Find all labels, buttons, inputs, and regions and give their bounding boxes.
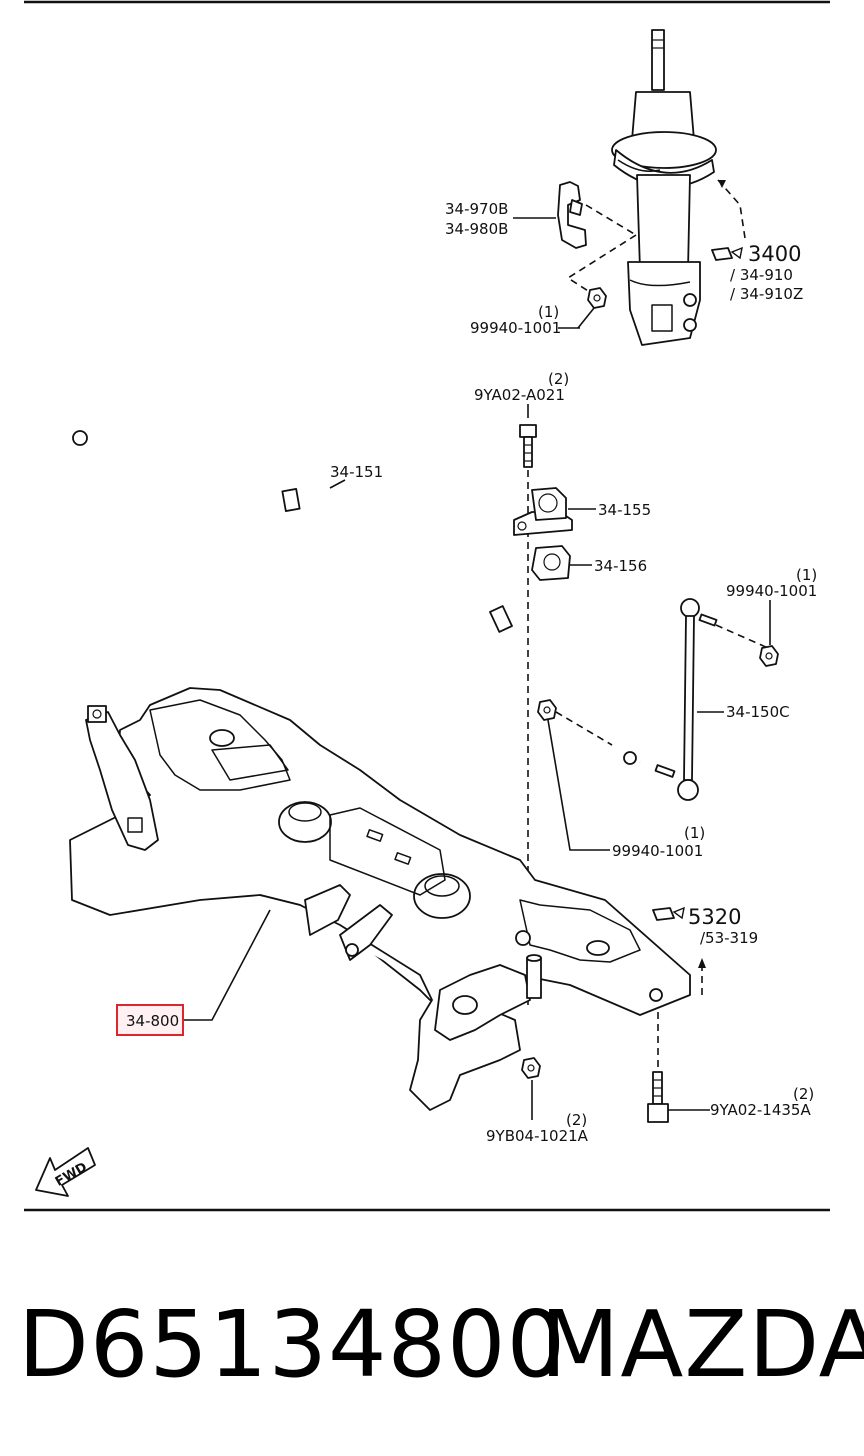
qty-label-2b: (2)	[793, 1085, 814, 1103]
label-99940-right: 99940-1001	[726, 582, 817, 600]
bracket-34-970b	[557, 181, 637, 297]
nut-99940-right	[759, 645, 779, 667]
qty-label-2c: (2)	[566, 1111, 587, 1129]
label-34-910z: / 34-910Z	[730, 285, 803, 303]
fwd-arrow-icon: FWD	[35, 1147, 96, 1197]
nut-99940-lower	[537, 699, 613, 746]
label-9yb04-1021a: 9YB04-1021A	[486, 1127, 589, 1145]
label-53-319: /53-319	[700, 929, 758, 947]
stabilizer-link	[654, 598, 718, 801]
stabilizer-bar	[72, 430, 641, 765]
label-34-910: / 34-910	[730, 266, 793, 284]
reference-icon-3400	[711, 246, 743, 261]
qty-label-1a: (1)	[538, 303, 559, 321]
label-34-156: 34-156	[594, 557, 647, 575]
qty-label-2a: (2)	[548, 370, 569, 388]
label-34-980b: 34-980B	[445, 220, 508, 238]
bracket-34-155	[513, 487, 573, 536]
strut-assembly	[611, 29, 717, 346]
label-34-155: 34-155	[598, 501, 651, 519]
qty-label-1c: (1)	[684, 824, 705, 842]
parts-diagram: FWD 34-970B 34-980B 3400 / 34-910 / 34-9…	[24, 0, 830, 1212]
crossmember-34-800	[69, 687, 691, 1111]
label-34-151: 34-151	[330, 463, 383, 481]
label-5320: 5320	[688, 905, 741, 929]
label-34-800: 34-800	[126, 1012, 179, 1030]
label-99940-lower: 99940-1001	[612, 842, 703, 860]
nut-9yb04	[521, 1057, 541, 1079]
label-34-970b: 34-970B	[445, 200, 508, 218]
label-9ya02-a021: 9YA02-A021	[474, 386, 565, 404]
nut-99940-top	[587, 287, 607, 309]
label-34-150c: 34-150C	[726, 703, 790, 721]
part-caption: D65134800 MAZDA	[0, 1275, 864, 1415]
highlight-box-34-800	[116, 1004, 184, 1036]
label-99940-top: 99940-1001	[470, 319, 561, 337]
qty-label-1b: (1)	[796, 566, 817, 584]
bolt-9ya02-1435a	[647, 1071, 669, 1123]
bolt-9ya02-a021	[519, 424, 537, 468]
label-9ya02-1435a: 9YA02-1435A	[710, 1101, 811, 1119]
bushing-34-156	[531, 545, 571, 581]
brand-name: MAZDA	[540, 1291, 864, 1398]
part-number: D65134800	[18, 1291, 567, 1398]
reference-icon-5320	[652, 906, 685, 921]
label-3400: 3400	[748, 242, 801, 266]
